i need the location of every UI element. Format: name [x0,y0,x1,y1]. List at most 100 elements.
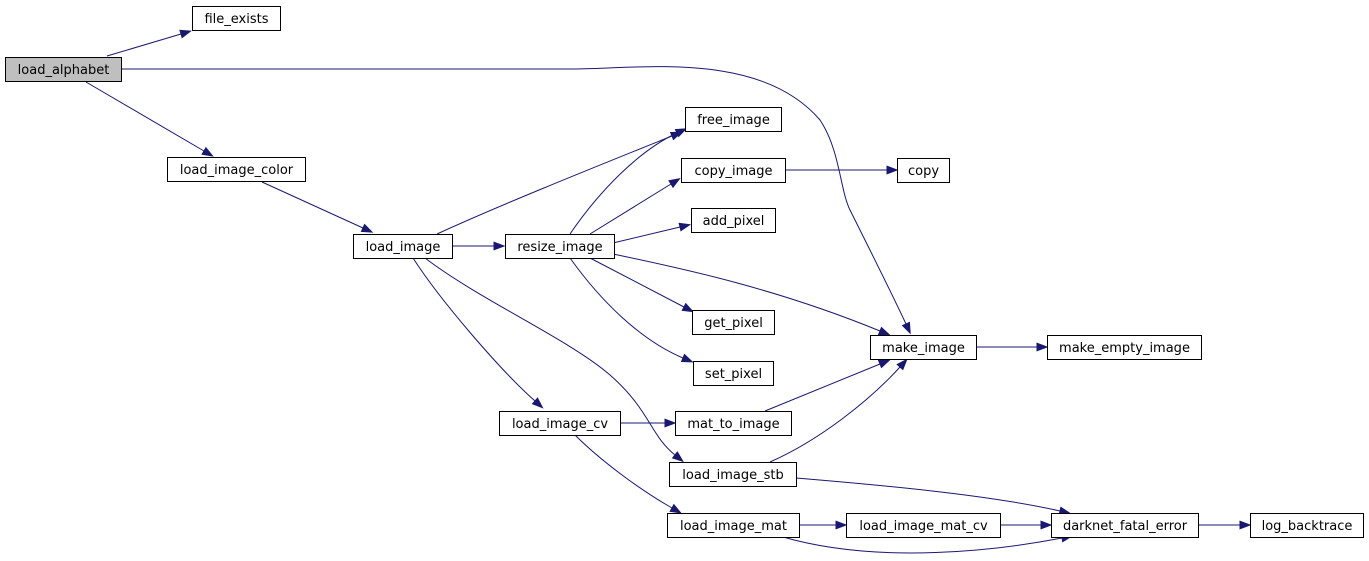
node-label: mat_to_image [687,417,779,432]
node-load-image-mat[interactable]: load_image_mat [667,513,800,538]
edge-line [569,132,678,235]
node-get-pixel[interactable]: get_pixel [692,310,775,335]
edge-resize_image-to-set_pixel [569,257,694,363]
node-label: log_backtrace [1262,519,1353,534]
node-box [846,513,1001,538]
edge-line [612,226,681,244]
edge-arrowhead [896,358,908,371]
edge-load_image_color-to-load_image [261,181,374,233]
edge-line [424,257,676,456]
edge-load_alphabet-to-file_exists [106,29,192,57]
node-log-backtrace[interactable]: log_backtrace [1250,513,1364,538]
node-box [692,310,775,335]
node-file-exists[interactable]: file_exists [192,6,281,31]
node-box [693,361,774,386]
node-load-image-color[interactable]: load_image_color [167,157,306,182]
node-label: load_image_cv [512,417,608,432]
edge-arrowhead [664,418,677,428]
node-make-image[interactable]: make_image [870,335,977,360]
edge-arrowhead [678,222,692,232]
edge-arrowhead [680,353,694,363]
edge-line [106,33,182,57]
edge-resize_image-to-free_image [569,128,688,235]
node-box [353,234,453,259]
node-box [685,107,782,132]
edge-arrowhead [360,223,374,233]
node-make-empty-image[interactable]: make_empty_image [1047,335,1202,360]
node-label: file_exists [204,12,268,27]
edge-arrowhead [835,520,848,530]
node-label: copy [908,164,939,179]
edge-arrowhead [493,241,506,251]
node-label: load_image_color [180,163,294,178]
edge-load_image_stb-to-darknet_fatal_error [795,477,1072,516]
node-box [167,157,306,182]
edge-line [795,477,1061,512]
edge-line [574,434,673,509]
edge-line [769,366,901,463]
edge-line [782,536,1063,554]
edge-resize_image-to-get_pixel [589,257,695,313]
node-darknet-fatal-error[interactable]: darknet_fatal_error [1051,513,1199,538]
edge-arrowhead [674,128,688,138]
node-load-alphabet[interactable]: load_alphabet [5,57,122,82]
edge-load_image-to-resize_image [452,241,506,251]
edge-load_image_cv-to-load_image_mat [574,434,682,514]
edge-resize_image-to-add_pixel [612,222,692,244]
node-box [870,335,977,360]
edge-arrowhead [179,29,192,39]
node-box [667,513,800,538]
node-box [897,158,950,183]
node-label: copy_image [694,164,772,179]
node-box [675,411,792,436]
node-copy-image[interactable]: copy_image [681,158,786,183]
call-graph-nodes: load_alphabet file_exists load_image_color… [5,6,1364,538]
edge-arrowhead [886,165,899,175]
edge-line [612,253,881,332]
edge-mat_to_image-to-make_image [764,359,891,412]
edge-arrowhead [668,178,681,189]
node-box [5,57,122,82]
node-box [1051,513,1199,538]
edge-load_alphabet-to-make_image [121,66,911,335]
edge-load_image_stb-to-make_image [769,358,908,463]
edge-load_image-to-load_image_cv [412,257,544,409]
edge-load_alphabet-to-load_image_color [85,81,214,157]
node-label: darknet_fatal_error [1063,519,1188,534]
edge-make_image-to-make_empty_image [976,342,1049,352]
node-copy[interactable]: copy [897,158,950,183]
node-load-image[interactable]: load_image [353,234,453,259]
edge-load_image_mat_cv-to-darknet_fatal_error [1000,520,1053,530]
node-label: load_image_mat_cv [859,519,988,534]
node-box [1250,513,1364,538]
node-label: get_pixel [704,316,763,331]
node-set-pixel[interactable]: set_pixel [693,361,774,386]
edge-arrowhead [671,451,684,463]
edge-line [436,135,673,235]
edge-copy_image-to-copy [785,165,899,175]
node-load-image-mat-cv[interactable]: load_image_mat_cv [846,513,1001,538]
node-box [669,462,797,487]
node-free-image[interactable]: free_image [685,107,782,132]
edge-line [412,257,536,402]
edge-line [261,181,364,229]
edge-resize_image-to-copy_image [589,178,681,235]
edge-line [85,81,205,152]
node-resize-image[interactable]: resize_image [505,234,615,259]
edge-line [121,66,907,325]
edge-arrowhead [877,359,891,369]
edge-arrowhead [877,326,891,336]
edge-arrowhead [531,397,544,409]
node-add-pixel[interactable]: add_pixel [691,208,776,233]
edge-load_image-to-free_image [436,131,683,235]
node-label: add_pixel [703,214,765,229]
edge-arrowhead [1040,520,1053,530]
edge-load_image_mat-to-load_image_mat_cv [799,520,848,530]
node-box [1047,335,1202,360]
node-load-image-cv[interactable]: load_image_cv [499,411,621,436]
node-box [499,411,621,436]
node-mat-to-image[interactable]: mat_to_image [675,411,792,436]
node-label: load_image [366,240,441,255]
node-load-image-stb[interactable]: load_image_stb [669,462,797,487]
